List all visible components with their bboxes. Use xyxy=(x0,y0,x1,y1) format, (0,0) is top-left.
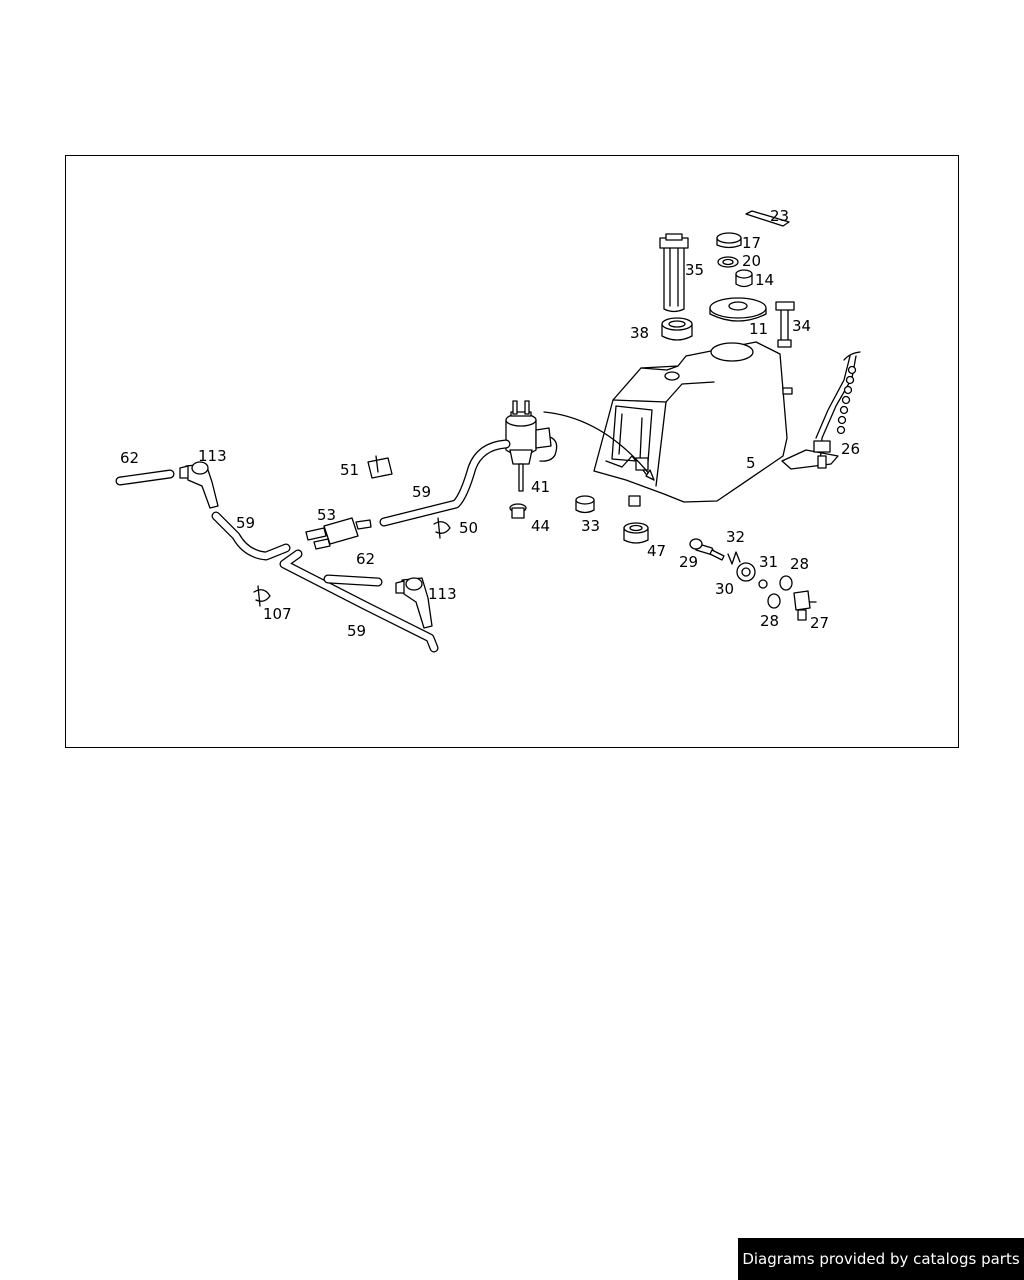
label-27: 27 xyxy=(810,614,829,632)
label-53: 53 xyxy=(317,506,336,524)
label-35: 35 xyxy=(685,261,704,279)
grommet-44-part xyxy=(509,503,527,519)
part-labels: 23 17 20 14 35 11 34 38 26 5 62 113 51 5… xyxy=(120,207,860,640)
clip-107-part xyxy=(253,585,271,607)
label-47: 47 xyxy=(647,542,666,560)
label-113-right: 113 xyxy=(428,585,457,603)
label-20: 20 xyxy=(742,252,761,270)
o-ring-28-upper xyxy=(779,575,793,591)
label-59-lower: 59 xyxy=(347,622,366,640)
label-5: 5 xyxy=(746,454,756,472)
cap-part xyxy=(716,232,742,249)
label-26: 26 xyxy=(841,440,860,458)
label-32: 32 xyxy=(726,528,745,546)
label-28-upper: 28 xyxy=(790,555,809,573)
label-50: 50 xyxy=(459,519,478,537)
label-31: 31 xyxy=(759,553,778,571)
label-29: 29 xyxy=(679,553,698,571)
label-14: 14 xyxy=(755,271,774,289)
washer-system-exploded-diagram: 23 17 20 14 35 11 34 38 26 5 62 113 51 5… xyxy=(115,207,861,653)
label-113-left: 113 xyxy=(198,447,227,465)
label-59-left: 59 xyxy=(236,514,255,532)
nozzle-113-right xyxy=(395,577,433,629)
diagram-credit-badge: Diagrams provided by catalogs parts xyxy=(738,1238,1024,1280)
clip-51-part xyxy=(367,455,393,479)
hose-59-lower xyxy=(279,549,439,653)
grommet-33-part xyxy=(575,495,595,514)
hose-62-left xyxy=(115,469,175,486)
hose-59-upper xyxy=(379,439,511,527)
label-30: 30 xyxy=(715,580,734,598)
grommet-47-part xyxy=(623,522,649,544)
clip-50-part xyxy=(433,517,451,539)
nut-31-part xyxy=(758,579,768,589)
label-107: 107 xyxy=(263,605,292,623)
label-38: 38 xyxy=(630,324,649,342)
spring-clip-32-part xyxy=(727,551,741,565)
check-valve-53-part xyxy=(305,517,372,550)
cable-harness-part xyxy=(781,351,861,470)
grommet-top-part xyxy=(735,269,753,288)
hose-62-middle xyxy=(323,574,383,587)
label-44: 44 xyxy=(531,517,550,535)
label-59-upper: 59 xyxy=(412,483,431,501)
label-34: 34 xyxy=(792,317,811,335)
label-28-lower: 28 xyxy=(760,612,779,630)
label-11: 11 xyxy=(749,320,768,338)
parts-diagram-frame: 23 17 20 14 35 11 34 38 26 5 62 113 51 5… xyxy=(65,155,959,748)
sensor-29-part xyxy=(689,538,725,561)
label-33: 33 xyxy=(581,517,600,535)
seal-ring-part xyxy=(717,256,739,268)
nozzle-113-left xyxy=(179,461,219,509)
strap-part xyxy=(745,210,790,227)
label-51: 51 xyxy=(340,461,359,479)
o-ring-28-lower xyxy=(767,593,781,609)
label-41: 41 xyxy=(531,478,550,496)
connector-27-part xyxy=(793,590,817,621)
washer-reservoir-part xyxy=(593,341,793,507)
washer-pump-part xyxy=(505,400,655,492)
gear-30-part xyxy=(736,562,756,582)
hose-59-left xyxy=(211,511,291,561)
label-62-left: 62 xyxy=(120,449,139,467)
label-62-middle: 62 xyxy=(356,550,375,568)
label-23: 23 xyxy=(770,207,789,225)
connector-34-part xyxy=(775,301,795,348)
grommet-38-part xyxy=(661,317,693,341)
label-17: 17 xyxy=(742,234,761,252)
level-sensor-part xyxy=(659,233,689,313)
filler-neck-plate-part xyxy=(709,297,767,322)
